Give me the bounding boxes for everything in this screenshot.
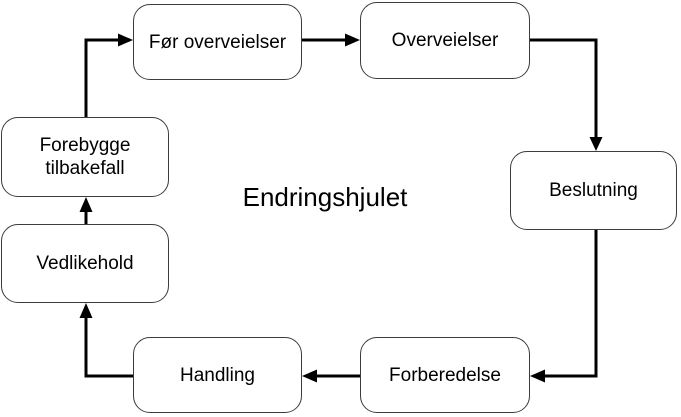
- arrow-vedlikehold-to-forebygge: [79, 197, 93, 224]
- node-forberedelse: Forberedelse: [360, 337, 530, 413]
- node-beslutning: Beslutning: [510, 151, 677, 230]
- node-label: Før overveielser: [148, 31, 287, 53]
- node-label: Vedlikehold: [36, 253, 134, 274]
- node-label: Forebygge tilbakefall: [39, 135, 131, 179]
- arrow-handling-to-vedlikehold: [79, 303, 133, 378]
- arrow-forberedelse-to-handling: [302, 369, 360, 383]
- node-label: Beslutning: [549, 180, 638, 201]
- node-label: Overveielser: [391, 30, 499, 51]
- diagram-title: Endringshjulet: [242, 182, 408, 212]
- arrow-for-overveielser-to-overveielser: [302, 33, 360, 47]
- node-forebygge-tilbakefall: Forebygge tilbakefall: [1, 117, 169, 197]
- node-vedlikehold: Vedlikehold: [1, 224, 169, 303]
- node-label: Forberedelse: [389, 364, 501, 386]
- node-handling: Handling: [133, 337, 302, 413]
- arrow-forebygge-to-for-overveielser: [84, 33, 133, 117]
- node-overveielser: Overveielser: [360, 2, 530, 79]
- node-label: Handling: [180, 364, 255, 386]
- arrow-beslutning-to-forberedelse: [530, 230, 598, 383]
- arrow-overveielser-to-beslutning: [530, 38, 603, 151]
- node-for-overveielser: Før overveielser: [133, 4, 302, 80]
